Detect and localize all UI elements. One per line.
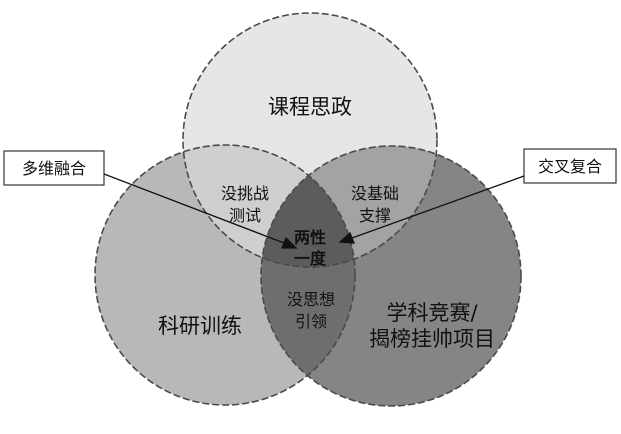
callout-label-right: 交叉复合 [538, 157, 602, 176]
callout-box-right [523, 148, 617, 184]
arrow-right-head [338, 231, 355, 244]
arrow-left-head [281, 236, 298, 249]
label-top-left-line-1: 没挑战 [221, 184, 269, 203]
label-right-circle-line-1: 学科竞赛/ [386, 301, 478, 325]
label-right-circle-line-2: 揭榜挂帅项目 [369, 327, 495, 351]
label-top-circle: 课程思政 [268, 95, 352, 119]
circle-right-outline [260, 145, 522, 407]
circle-top-outline [182, 12, 438, 268]
label-center-line-2: 一度 [294, 249, 327, 268]
arrow-left [103, 173, 285, 244]
label-top-left-line-2: 测试 [229, 206, 261, 225]
label-top-right-line-1: 没基础 [351, 184, 399, 203]
label-left-right-line-2: 引领 [295, 312, 327, 331]
label-left-circle: 科研训练 [158, 314, 242, 338]
label-center-line-1: 两性 [294, 228, 326, 247]
overlap-center [261, 146, 355, 267]
callout-box-left [3, 150, 105, 186]
callout-label-left: 多维融合 [22, 159, 86, 178]
circle-left-outline [94, 144, 356, 406]
arrow-right [351, 175, 525, 239]
label-top-right-line-2: 支撑 [359, 206, 391, 225]
label-left-right-line-1: 没思想 [287, 290, 335, 309]
